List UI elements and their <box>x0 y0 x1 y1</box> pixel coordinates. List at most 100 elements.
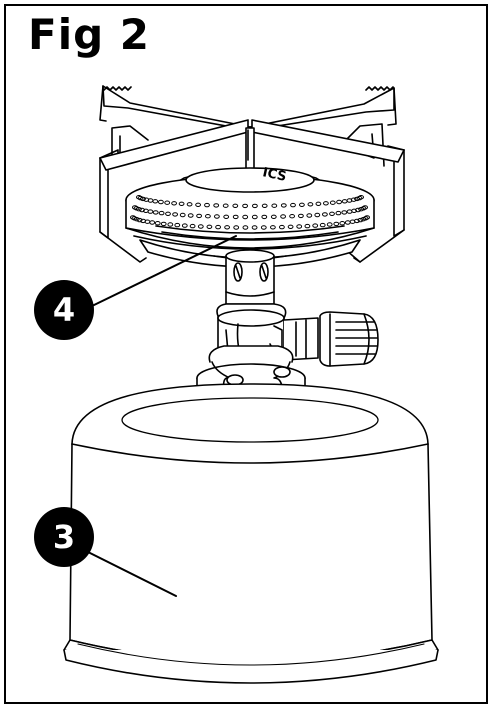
burner-port-hole <box>315 201 322 207</box>
burner-port-hole <box>242 225 249 230</box>
burner-port-hole <box>224 225 231 230</box>
burner-port-hole <box>206 224 213 230</box>
burner-port-hole <box>186 202 193 207</box>
burner-port-hole <box>357 217 364 223</box>
burner-port-hole <box>172 212 179 217</box>
burner-port-hole <box>322 212 328 217</box>
burner-port-hole <box>223 214 230 220</box>
burner-port-hole <box>351 208 358 214</box>
burner-port-hole <box>152 199 159 204</box>
burner-port-hole <box>232 214 239 220</box>
burner-neck <box>225 249 275 305</box>
burner-port-hole <box>251 214 258 220</box>
burner-port-hole <box>333 221 340 227</box>
burner-ports <box>130 195 371 230</box>
burner-port-hole <box>154 221 161 226</box>
burner-port-hole <box>252 203 258 209</box>
burner-port-hole <box>362 216 369 221</box>
burner-port-hole <box>289 214 296 219</box>
burner-port-hole <box>178 201 185 207</box>
burner-port-hole <box>358 195 365 200</box>
burner-port-hole <box>165 211 171 217</box>
burner-port-hole <box>280 214 287 219</box>
burner-port-hole <box>261 203 268 209</box>
leader-line-4 <box>91 235 237 307</box>
burner-port-hole <box>152 210 159 215</box>
burner-port-hole <box>149 220 156 225</box>
burner-port-hole <box>158 210 165 216</box>
valve-body <box>216 303 379 367</box>
burner-port-hole <box>160 221 167 227</box>
burner-port-hole <box>271 203 278 208</box>
burner-port-hole <box>319 222 326 228</box>
burner-port-hole <box>270 225 276 230</box>
burner-port-hole <box>196 213 203 219</box>
burner-port-hole <box>197 224 204 229</box>
burner-port-hole <box>261 214 268 220</box>
burner-port-hole <box>133 217 140 222</box>
burner-port-hole <box>181 223 188 228</box>
burner-port-hole <box>204 202 210 208</box>
burner-port-hole <box>326 222 333 227</box>
burner-port-hole <box>242 214 249 220</box>
burner-port-hole <box>304 223 311 229</box>
burner-port-hole <box>306 213 313 218</box>
burner-port-hole <box>233 225 240 230</box>
burner-port-hole <box>213 203 220 208</box>
burner-port-hole <box>189 223 196 229</box>
burner-port-hole <box>355 207 361 213</box>
burner-port-hole <box>242 203 249 209</box>
leader-lines <box>87 235 237 597</box>
burner-port-hole <box>147 209 154 214</box>
burner-port-hole <box>279 224 285 230</box>
burner-port-hole <box>335 210 342 216</box>
burner-port-hole <box>167 222 174 227</box>
pot-support <box>99 85 405 263</box>
burner-port-hole <box>362 205 369 210</box>
burner-port-hole <box>164 200 171 205</box>
burner-port-hole <box>299 202 305 208</box>
callout-3: 3 <box>34 507 94 567</box>
burner-port-hole <box>287 224 294 230</box>
burner-port-hole <box>339 221 346 226</box>
burner-port-hole <box>136 217 143 223</box>
burner-port-hole <box>139 207 145 213</box>
burner-text: ICS <box>261 165 288 185</box>
burner-port-hole <box>290 202 296 208</box>
burner-port-hole <box>364 215 371 220</box>
burner-port-hole <box>136 207 142 212</box>
burner-port-hole <box>195 202 202 208</box>
burner-port-hole <box>179 212 186 218</box>
burner-port-hole <box>341 210 348 215</box>
burner-port-hole <box>171 201 178 206</box>
burner-port-hole <box>312 223 319 228</box>
burner-port-hole <box>140 196 146 202</box>
burner-port-hole <box>205 214 211 219</box>
burner-port-hole <box>174 222 181 228</box>
burner-port-hole <box>251 225 258 230</box>
burner-port-hole <box>187 213 194 218</box>
burner-head <box>125 167 375 268</box>
burner-port-hole <box>323 201 329 206</box>
burner-port-hole <box>270 214 277 220</box>
burner-port-hole <box>280 203 287 208</box>
burner-port-hole <box>215 224 222 230</box>
burner-port-hole <box>354 218 360 224</box>
burner-port-hole <box>222 203 229 208</box>
callout-4: 4 <box>34 280 94 340</box>
burner-port-hole <box>307 202 314 207</box>
burner-port-hole <box>214 214 220 219</box>
burner-port-hole <box>298 213 304 219</box>
burner-port-hole <box>232 203 239 209</box>
leader-line-3 <box>87 551 177 597</box>
burner-port-hole <box>260 225 267 230</box>
figure-title: Fig 2 <box>28 10 150 59</box>
burner-port-hole <box>336 199 343 205</box>
burner-port-hole <box>296 224 303 229</box>
burner-port-hole <box>329 200 336 205</box>
burner-port-hole <box>329 211 335 217</box>
burner-port-hole <box>158 199 164 205</box>
burner-port-hole <box>314 212 321 218</box>
gas-cartridge <box>63 383 439 684</box>
